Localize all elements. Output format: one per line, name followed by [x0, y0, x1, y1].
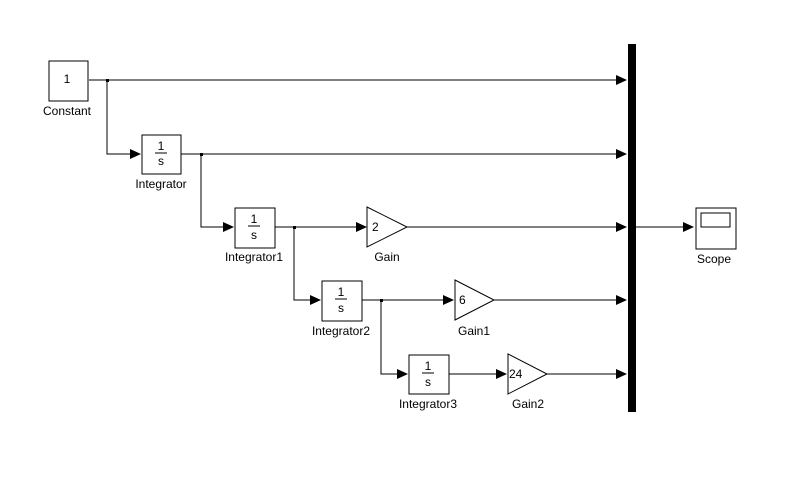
integrator1-block[interactable]: 1 s — [234, 207, 276, 249]
arrow-constant-integrator — [130, 149, 141, 159]
arrow-gain-mux — [616, 222, 627, 232]
arrow-gain1-mux — [616, 295, 627, 305]
arrow-integrator2-integrator3 — [397, 369, 408, 379]
gain1-value: 6 — [459, 293, 466, 307]
constant-value: 1 — [64, 72, 71, 86]
constant-block[interactable]: 1 — [48, 60, 89, 102]
integrator-denominator: s — [158, 154, 164, 168]
arrow-integrator-mux — [616, 149, 627, 159]
branch-point-constant — [106, 79, 109, 82]
wire-integrator2-integrator3 — [380, 300, 397, 375]
integrator3-numerator: 1 — [425, 359, 432, 373]
integrator2-denominator: s — [338, 301, 344, 315]
gain2-value: 24 — [509, 367, 523, 381]
scope-screen-icon — [700, 212, 731, 228]
scope-block[interactable] — [695, 207, 737, 250]
integrator1-denominator: s — [251, 228, 257, 242]
gain1-label: Gain1 — [458, 324, 490, 338]
arrow-integrator3-gain2 — [496, 369, 507, 379]
integrator2-block[interactable]: 1 s — [321, 280, 363, 322]
integrator1-numerator: 1 — [251, 212, 258, 226]
gain2-block[interactable]: 24 — [507, 353, 549, 395]
wire-constant-integrator — [106, 80, 130, 155]
arrow-mux-scope — [683, 222, 694, 232]
integrator3-label: Integrator3 — [399, 397, 457, 411]
arrow-integrator2-gain1 — [443, 295, 454, 305]
integrator1-label: Integrator1 — [225, 250, 283, 264]
mux-block[interactable] — [628, 44, 636, 412]
branch-point-integrator1 — [293, 226, 296, 229]
arrow-integrator1-integrator2 — [310, 295, 321, 305]
gain-block[interactable]: 2 — [366, 206, 409, 248]
integrator-numerator: 1 — [158, 139, 165, 153]
scope-label: Scope — [697, 252, 731, 266]
integrator-label: Integrator — [135, 177, 186, 191]
branch-point-integrator — [200, 153, 203, 156]
integrator3-block[interactable]: 1 s — [408, 354, 450, 395]
wire-integrator1-integrator2 — [293, 227, 310, 301]
arrow-integrator-integrator1 — [223, 222, 234, 232]
gain-label: Gain — [374, 250, 399, 264]
arrow-constant-mux — [616, 75, 627, 85]
integrator2-numerator: 1 — [338, 285, 345, 299]
gain1-block[interactable]: 6 — [454, 279, 496, 321]
integrator2-label: Integrator2 — [312, 324, 370, 338]
gain2-label: Gain2 — [512, 397, 544, 411]
arrow-integrator1-gain — [356, 222, 367, 232]
gain-value: 2 — [372, 220, 379, 234]
integrator3-denominator: s — [425, 375, 431, 389]
arrow-gain2-mux — [616, 369, 627, 379]
integrator-block[interactable]: 1 s — [141, 134, 182, 175]
wire-integrator-integrator1 — [200, 154, 223, 228]
constant-label: Constant — [43, 104, 92, 118]
branch-point-integrator2 — [380, 299, 383, 302]
